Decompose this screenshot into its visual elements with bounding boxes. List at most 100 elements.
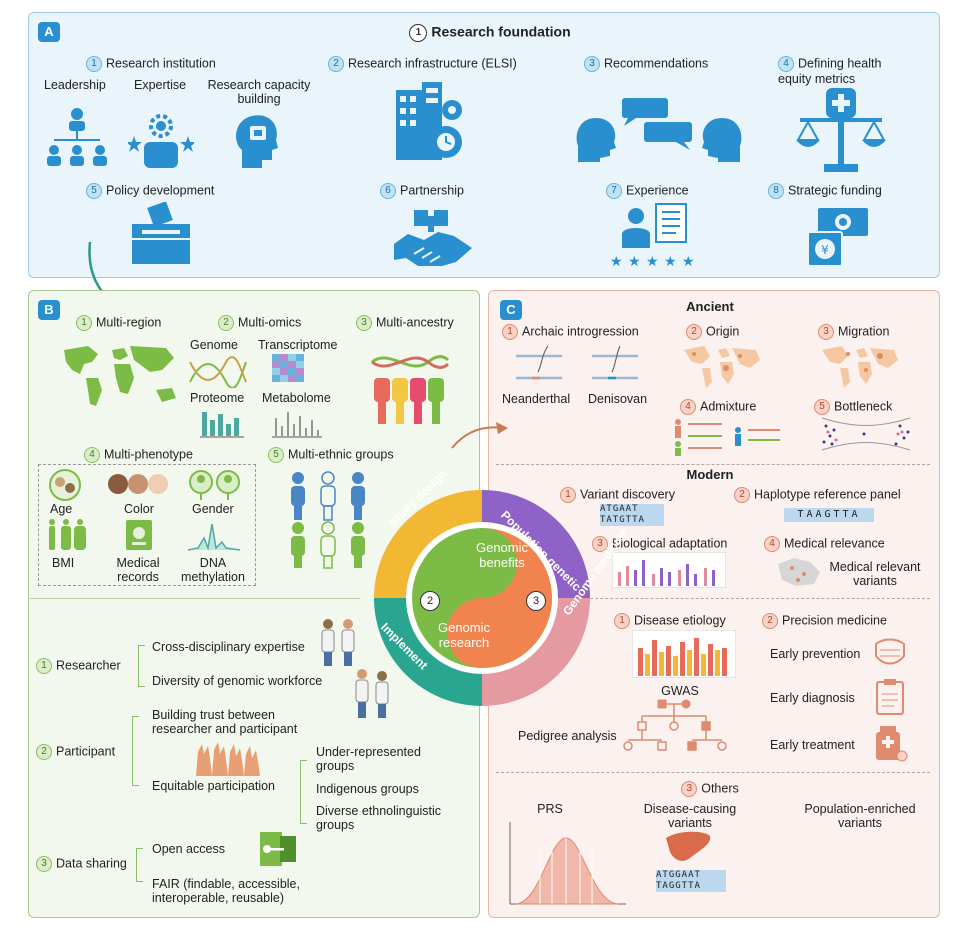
gwas-bars-icon <box>632 630 736 678</box>
variant-seq-top: ATGAAT <box>600 504 664 515</box>
medical-map-icon <box>778 558 820 586</box>
prs-distribution-icon <box>509 822 626 905</box>
num: 7 <box>606 183 622 199</box>
gender-icon <box>189 470 240 500</box>
scientists-icon <box>321 619 389 718</box>
head-capacity-icon <box>236 115 278 168</box>
b-omics-transcriptome: Transcriptome <box>258 338 338 352</box>
b-sharing-item-1: Open access <box>152 842 225 856</box>
label: Data sharing <box>56 856 127 871</box>
label: Experience <box>626 183 689 198</box>
num: 1 <box>502 324 518 340</box>
label: Defining health equity metrics <box>778 56 882 86</box>
svg-text:¥: ¥ <box>821 243 829 257</box>
c-denisovan: Denisovan <box>588 392 648 406</box>
clipboard-icon <box>876 679 904 715</box>
panel-c-letter: C <box>500 300 522 320</box>
haplotype-seq: TAAGTTA <box>784 508 874 522</box>
b-omics-proteome: Proteome <box>190 391 245 405</box>
panel-b-letter: B <box>38 300 60 320</box>
num: 4 <box>778 56 794 72</box>
num: 8 <box>768 183 784 199</box>
org-chart-icon <box>47 108 107 166</box>
c-gwas: GWAS <box>661 684 699 698</box>
admixture-icon <box>675 419 780 456</box>
b-pheno-dna-methylation: DNA methylation <box>181 556 245 584</box>
arrow-b-to-c <box>451 422 508 449</box>
num: 2 <box>328 56 344 72</box>
num: 3 <box>818 324 834 340</box>
num: 3 <box>681 781 698 797</box>
label: Multi-phenotype <box>104 447 193 462</box>
genomic-benefits-label: Genomic benefits <box>475 540 529 570</box>
label: Multi-ethnic groups <box>288 447 394 462</box>
b-omics-metabolome: Metabolome <box>262 391 331 405</box>
migration-map-icon <box>822 346 898 388</box>
b-pheno-medical-records: Medical records <box>116 556 160 584</box>
num: 2 <box>762 613 778 629</box>
phenotype-box <box>38 464 256 586</box>
a-sub-leadership: Leadership <box>44 78 106 92</box>
label: Multi-region <box>96 315 162 330</box>
label: Biological adaptation <box>612 536 728 551</box>
c-others-population-variants: Population-enriched variants <box>804 802 916 830</box>
c-divider-2 <box>560 598 930 599</box>
genomic-wheel <box>374 490 590 706</box>
conversation-icon <box>576 98 742 162</box>
b-group-1: Under-represented groups <box>316 745 421 773</box>
b-group-3: Diverse ethnolinguistic groups <box>316 804 442 832</box>
b-omics-genome: Genome <box>190 338 238 352</box>
label: Medical relevance <box>784 536 885 551</box>
label: Partnership <box>400 183 464 198</box>
label: Research institution <box>106 56 216 71</box>
experience-rating-icon: ★★★★★ <box>610 203 695 270</box>
wheel-number-3: 3 <box>526 591 546 611</box>
heatmap-icon <box>272 354 304 382</box>
label: Variant discovery <box>580 487 675 502</box>
ballot-box-icon <box>132 202 190 264</box>
num: 5 <box>268 447 284 463</box>
svg-text:★: ★ <box>664 254 677 270</box>
b-researcher-item-1: Cross-disciplinary expertise <box>152 640 305 654</box>
num: 1 <box>560 487 576 503</box>
label: Policy development <box>106 183 215 198</box>
ancestry-dna-people-icon <box>371 355 450 424</box>
b-pheno-bmi: BMI <box>52 556 75 570</box>
b-multi-ethnic: 5 Multi-ethnic groups <box>268 447 394 463</box>
title-number: 1 <box>409 24 428 42</box>
label: Origin <box>706 324 740 339</box>
num: 2 <box>36 744 52 760</box>
dna-helix-icon <box>189 356 247 388</box>
c-ancient-title: Ancient <box>686 299 734 314</box>
c-modern-1: 1 Variant discovery <box>560 487 675 503</box>
label: Others <box>701 781 739 796</box>
disease-seq-bottom: TAGGTTA <box>656 881 726 892</box>
metabolome-spectrum-icon <box>272 412 322 438</box>
a-sub-capacity: Research capacity building <box>207 78 311 106</box>
c-neanderthal: Neanderthal <box>502 392 571 406</box>
label: Multi-omics <box>238 315 302 330</box>
raised-hands-icon <box>196 742 260 776</box>
num: 2 <box>218 315 234 331</box>
label: Researcher <box>56 658 121 673</box>
medical-records-icon <box>126 520 152 550</box>
bottleneck-icon <box>821 417 911 451</box>
b-pheno-age: Age <box>50 502 73 516</box>
variant-seq-bottom: TATGTTA <box>600 515 664 526</box>
